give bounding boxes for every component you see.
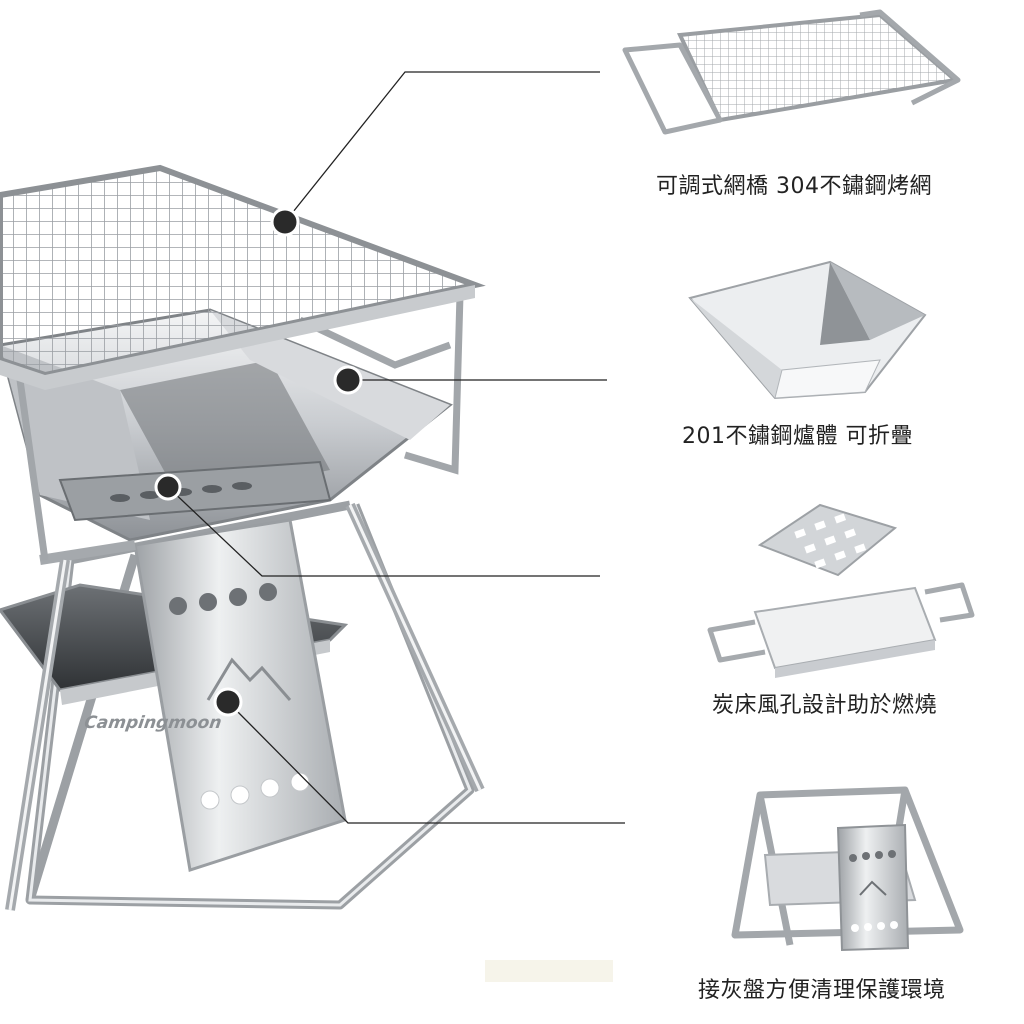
callout-dot-ashtray: [213, 687, 243, 717]
feature-label-firebox: 201不鏽鋼爐體 可折疊: [682, 424, 913, 449]
feature-label-charcoal-bed: 炭床風孔設計助於燃燒: [712, 693, 938, 718]
callout-dot-firebox: [333, 365, 363, 395]
main-grill: Campingmoon: [0, 164, 486, 911]
charcoal-bed-plate: [58, 460, 332, 522]
leader-line-grate: [284, 71, 600, 223]
logo-text: Campingmoon: [83, 713, 223, 733]
ash-tray-frame-icon: [731, 786, 964, 952]
callout-dots: [154, 207, 363, 717]
vent-holes-bottom: [200, 772, 310, 810]
callout-dot-grate: [270, 207, 300, 237]
grill-grate-icon: [622, 9, 961, 135]
mini-front-panel: [836, 823, 910, 952]
folding-firebox-icon: [688, 260, 927, 400]
feature-label-ash-tray: 接灰盤方便清理保護環境: [698, 978, 946, 1003]
charcoal-bed-icon: [707, 503, 975, 678]
leader-line-ashtray: [227, 701, 625, 824]
callout-dot-charcoal: [154, 473, 182, 501]
vent-holes-top: [169, 583, 277, 615]
callout-lines: [167, 71, 625, 824]
logo-mountain-icon: [206, 657, 292, 701]
leader-line-charcoal: [167, 486, 600, 577]
feature-label-grill-grate: 可調式網橋 304不鏽鋼烤網: [656, 174, 932, 199]
